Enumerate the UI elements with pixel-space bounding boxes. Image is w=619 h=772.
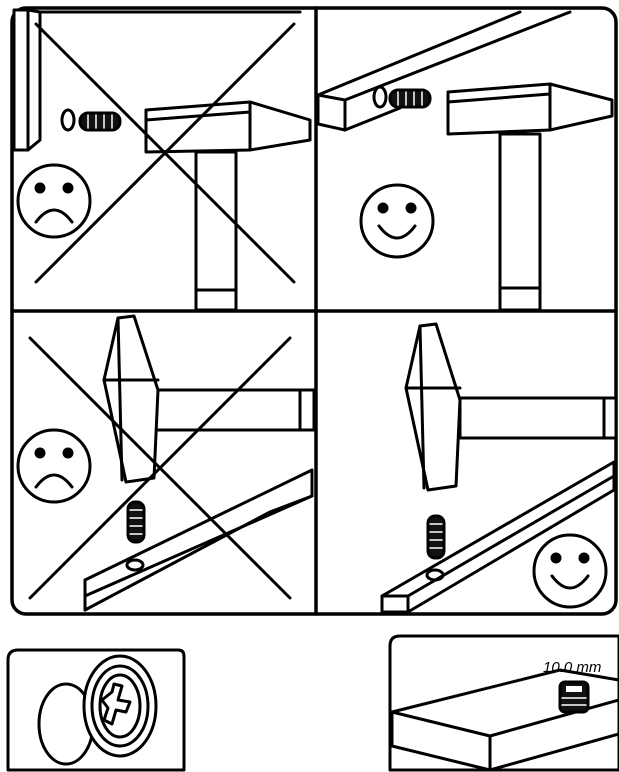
happy-face-icon (534, 535, 606, 607)
hammer-icon (146, 102, 310, 310)
dowel-icon (80, 113, 120, 130)
dowel-icon (428, 516, 444, 558)
panel-top-right (318, 12, 612, 310)
dowel-hole (62, 110, 74, 130)
cross-out-mark (36, 24, 294, 282)
detail-box-left (8, 650, 184, 770)
panel-bottom-right (382, 324, 616, 612)
detail-box-right: 10.0 mm (390, 636, 619, 770)
dowel-icon (128, 502, 144, 542)
happy-face-icon (361, 185, 433, 257)
sad-face-icon (18, 165, 90, 237)
dowel-icon (390, 90, 430, 107)
cam-lock-icon (84, 656, 156, 756)
dowel-icon (560, 682, 588, 712)
hammer-icon (104, 316, 314, 482)
sad-face-icon (18, 430, 90, 502)
hammer-icon (448, 84, 612, 310)
dowel-hole (374, 87, 386, 107)
panel-top-left (14, 10, 310, 310)
panel-bottom-left (18, 316, 314, 610)
board (85, 470, 312, 610)
dimension-label: 10.0 mm (543, 659, 601, 676)
hammer-icon (406, 324, 616, 490)
